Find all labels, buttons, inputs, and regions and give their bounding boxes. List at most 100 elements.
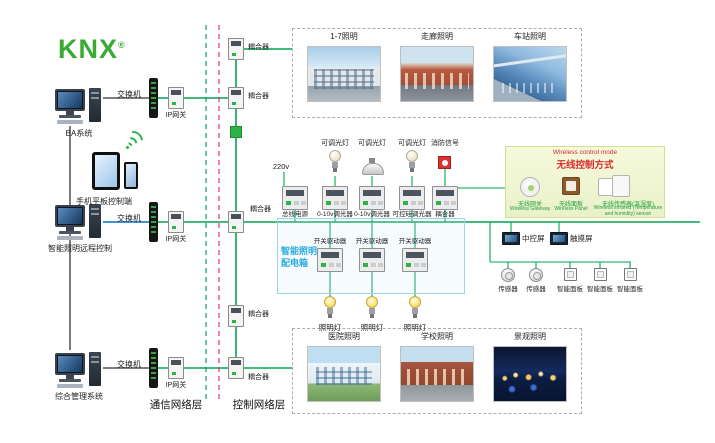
photo-station-lighting — [493, 46, 567, 102]
screen-label: 中控屏 — [522, 234, 545, 243]
communication-layer-label: 通信网络层 — [149, 399, 203, 411]
fire-alarm-icon — [438, 156, 451, 169]
wireless-panel-icon — [562, 177, 580, 195]
module-label: 耦合器 — [435, 211, 455, 218]
photo-label: 车站照明 — [514, 32, 546, 41]
wireless-control-panel: Wireless control mode 无线控制方式 无线网关 Wirele… — [505, 146, 665, 218]
photo-factory-lighting — [307, 46, 381, 102]
computer-lighting-control — [55, 202, 103, 242]
ip-gateway-bottom — [168, 357, 184, 379]
photo-label: 学校照明 — [421, 332, 453, 341]
smart-panel-icon — [594, 268, 607, 281]
photo-hospital-lighting — [307, 346, 381, 402]
coupler-label: 耦合器 — [248, 374, 269, 381]
coupler-label: 耦合器 — [250, 206, 271, 213]
panel-label: 智能面板 — [557, 286, 583, 293]
module-label: 开关驱动器 — [398, 238, 432, 245]
bottom-applications-frame — [292, 328, 582, 414]
network-switch-middle — [149, 202, 158, 242]
photo-corridor-lighting — [400, 46, 474, 102]
sensor-label: 传感器 — [498, 286, 518, 293]
switch-actuator-2 — [359, 248, 385, 272]
wireless-gateway-label-en: Wireless Gateway — [509, 206, 551, 212]
module-label: 0-10v调光器 — [317, 211, 353, 218]
coupler-1 — [228, 38, 244, 60]
network-switch-bottom — [149, 348, 158, 388]
switch-actuator-1 — [317, 248, 343, 272]
ip-gateway-middle — [168, 211, 184, 233]
lamp-icon — [407, 296, 423, 322]
load-label: 消防信号 — [431, 140, 459, 147]
coupler-label: 耦合器 — [248, 44, 269, 51]
line-device — [230, 126, 242, 138]
sensor-label: 传感器 — [526, 286, 546, 293]
terminal-label-management: 综合管理系统 — [55, 392, 103, 401]
module-label: 总线电源 — [282, 211, 308, 218]
module-label: 开关驱动器 — [355, 238, 389, 245]
screen-label: 触摸屏 — [570, 234, 593, 243]
dimmer-module-1 — [322, 186, 348, 210]
smart-panel-icon — [564, 268, 577, 281]
switch-label: 交换机 — [117, 90, 141, 99]
gateway-label: IP网关 — [165, 236, 187, 243]
load-label: 可调光灯 — [321, 140, 349, 147]
lamp-label: 照明灯 — [318, 323, 342, 332]
bus-power-module — [282, 186, 308, 210]
network-switch-top — [149, 78, 158, 118]
lamp-icon — [322, 296, 338, 322]
photo-label: 走廊照明 — [421, 32, 453, 41]
load-label: 可调光灯 — [358, 140, 386, 147]
terminal-label-remote: 智能照明远程控制 — [48, 244, 112, 253]
coupler-label: 耦合器 — [248, 311, 269, 318]
tablet-phone-device — [92, 148, 142, 194]
switch-label: 交换机 — [117, 214, 141, 223]
touch-screen — [550, 232, 568, 245]
dimmer-module-2 — [359, 186, 385, 210]
gateway-label: IP网关 — [165, 112, 187, 119]
load-label: 可调光灯 — [398, 140, 426, 147]
switch-label: 交换机 — [117, 360, 141, 369]
panel-label: 智能面板 — [617, 286, 643, 293]
wireless-panel-label-en: Wireless Panel — [554, 206, 588, 212]
photo-landscape-lighting — [493, 346, 567, 402]
computer-management-system — [55, 350, 103, 390]
wireless-title-zh: 无线控制方式 — [556, 160, 614, 171]
control-layer-label: 控制网络层 — [232, 399, 286, 411]
registered-mark: ® — [118, 40, 126, 50]
photo-label: 1-7照明 — [330, 32, 358, 41]
computer-ba-system — [55, 86, 103, 126]
distribution-box-title-line2: 配电箱 — [281, 258, 309, 268]
coupler-4 — [228, 305, 244, 327]
terminal-label-mobile: 手机平板控制端 — [76, 197, 132, 206]
lamp-label: 照明灯 — [403, 323, 427, 332]
sensor-icon — [529, 268, 543, 282]
photo-label: 景观照明 — [514, 332, 546, 341]
coupler-5 — [228, 357, 244, 379]
lamp-icon — [364, 296, 380, 322]
coupler-2 — [228, 87, 244, 109]
lamp-label: 照明灯 — [360, 323, 384, 332]
knx-logo-text: KNX — [58, 34, 119, 64]
dimmable-lamp-icon — [404, 150, 420, 176]
dimmable-lamp-icon — [327, 150, 343, 176]
module-label: 开关驱动器 — [313, 238, 347, 245]
wireless-sensor-label-zh: 无线传感器(温湿度) — [602, 202, 654, 208]
ip-gateway-top — [168, 87, 184, 109]
module-label: 可控硅调光器 — [392, 211, 432, 218]
dimmable-lamp-icon — [362, 158, 384, 176]
top-applications-frame — [292, 28, 582, 118]
coupler-module — [432, 186, 458, 210]
gateway-label: IP网关 — [165, 382, 187, 389]
wireless-gateway-label-zh: 无线网关 — [517, 202, 542, 208]
knx-logo: KNX® — [58, 34, 126, 65]
wireless-panel-label-zh: 无线面板 — [558, 202, 583, 208]
photo-school-lighting — [400, 346, 474, 402]
switch-actuator-3 — [402, 248, 428, 272]
distribution-box-title-line1: 智能照明 — [281, 246, 318, 256]
supply-label: 220v — [272, 162, 290, 171]
wireless-gateway-icon — [520, 177, 540, 197]
coupler-label: 耦合器 — [248, 93, 269, 100]
wireless-sensor-icon — [598, 175, 632, 197]
central-control-screen — [502, 232, 520, 245]
